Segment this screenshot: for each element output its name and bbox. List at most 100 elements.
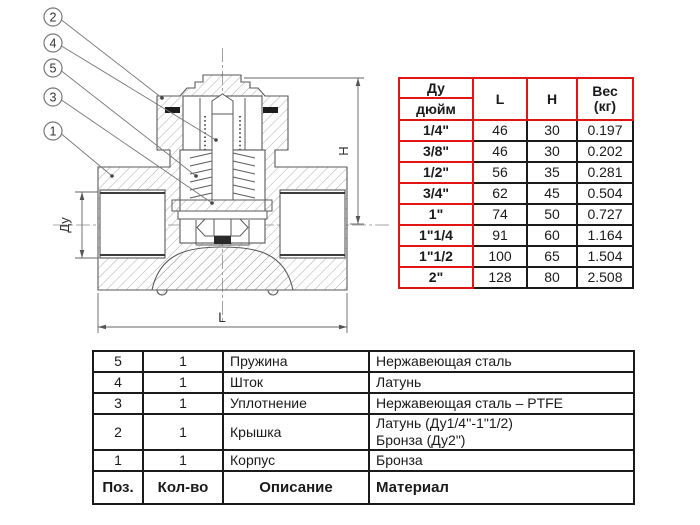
weight-line1: Вес	[592, 83, 618, 100]
table-cell: Нержавеющая сталь	[368, 350, 635, 373]
table-row: 2 1 Крышка Латунь (Ду1/4''-1"1/2) Бронза…	[92, 413, 635, 451]
callout-2: 2	[50, 11, 57, 25]
table-cell: 30	[526, 140, 578, 163]
table-cell: 1"1/4	[398, 224, 474, 247]
table-cell: 3/4"	[398, 182, 474, 205]
callout-dots	[110, 96, 218, 205]
parts-header-qty: Кол-во	[142, 470, 224, 505]
table-cell: 2.508	[576, 266, 634, 289]
table-cell: 100	[472, 245, 528, 268]
table-row: 3 1 Уплотнение Нержавеющая сталь – PTFE	[92, 392, 635, 415]
dim-label-du: Ду	[57, 217, 72, 233]
table-cell: 1/2"	[398, 161, 474, 184]
table-cell: Уплотнение	[222, 392, 370, 415]
table-cell: 3	[92, 392, 144, 415]
table-cell: 50	[526, 203, 578, 226]
table-cell: 56	[472, 161, 528, 184]
dim-label-h: H	[336, 146, 351, 155]
dims-header-weight: Вес (кг)	[576, 77, 634, 121]
dims-header-du: Ду	[398, 77, 474, 99]
table-cell: 1.504	[576, 245, 634, 268]
table-row: 5 1 Пружина Нержавеющая сталь	[92, 350, 635, 373]
table-row: 1 1 Корпус Бронза	[92, 449, 635, 472]
callout-5: 5	[50, 62, 57, 76]
gasket-marks	[165, 107, 278, 244]
weight-line2: (кг)	[593, 98, 617, 114]
table-cell: 1	[142, 413, 224, 451]
table-row: 4 1 Шток Латунь	[92, 371, 635, 394]
table-cell: 0.727	[576, 203, 634, 226]
table-cell: 0.281	[576, 161, 634, 184]
dims-header-inch: дюйм	[398, 97, 474, 121]
table-cell: Шток	[222, 371, 370, 394]
table-cell: 74	[472, 203, 528, 226]
callout-4: 4	[50, 37, 57, 51]
callout-leaders	[61, 19, 217, 204]
table-cell: 1	[142, 449, 224, 472]
table-cell: Латунь (Ду1/4''-1"1/2) Бронза (Ду2")	[368, 413, 635, 451]
table-cell: 5	[92, 350, 144, 373]
table-cell: Крышка	[222, 413, 370, 451]
table-cell: 1"1/2	[398, 245, 474, 268]
table-cell: 35	[526, 161, 578, 184]
seat-dome	[151, 246, 294, 291]
callout-3: 3	[50, 91, 57, 105]
disc-flange	[177, 210, 268, 220]
parts-header-pos: Поз.	[92, 470, 144, 505]
table-cell: 1/4"	[398, 119, 474, 142]
seal-disc	[171, 199, 273, 212]
material-line2: Бронза (Ду2")	[376, 432, 466, 448]
right-port-bore	[279, 189, 346, 259]
thread-lines	[100, 192, 345, 256]
parts-header-desc: Описание	[222, 470, 370, 505]
table-cell: 65	[526, 245, 578, 268]
dimensions-table: Ду L H Вес (кг) дюйм 1/4" 46 30 0.197 3/…	[398, 77, 634, 289]
table-cell: 1	[142, 371, 224, 394]
table-cell: Корпус	[222, 449, 370, 472]
left-port-bore	[99, 189, 166, 259]
valve-section-drawing: Ду H L 2 4 5 3 1	[43, 7, 392, 333]
table-cell: 3/8"	[398, 140, 474, 163]
nut-seal	[214, 236, 231, 244]
dims-header-l: L	[472, 77, 528, 121]
stem	[211, 93, 234, 201]
dimension-arrows	[79, 78, 361, 330]
material-line1: Латунь (Ду1/4''-1"1/2)	[376, 415, 513, 432]
table-cell: 0.504	[576, 182, 634, 205]
callout-numbers: 2 4 5 3 1	[50, 11, 57, 139]
bottom-boss-right	[267, 289, 279, 296]
table-cell: 30	[526, 119, 578, 142]
table-cell: 2"	[398, 266, 474, 289]
table-cell: 60	[526, 224, 578, 247]
table-cell: Пружина	[222, 350, 370, 373]
table-cell: 1.164	[576, 224, 634, 247]
dims-header-h: H	[526, 77, 578, 121]
table-cell: 91	[472, 224, 528, 247]
callout-bubbles	[43, 7, 63, 141]
table-cell: 128	[472, 266, 528, 289]
table-cell: 0.202	[576, 140, 634, 163]
dimension-labels: Ду H L	[57, 146, 351, 325]
table-cell: 4	[92, 371, 144, 394]
table-cell: 1	[142, 392, 224, 415]
table-cell: 2	[92, 413, 144, 451]
table-cell: Нержавеющая сталь – PTFE	[368, 392, 635, 415]
parts-header-mat: Материал	[368, 470, 635, 505]
table-cell: 0.197	[576, 119, 634, 142]
table-cell: 62	[472, 182, 528, 205]
table-cell: 46	[472, 119, 528, 142]
table-cell: Бронза	[368, 449, 635, 472]
table-cell: 1	[92, 449, 144, 472]
spring	[189, 152, 256, 199]
stem-nut	[196, 218, 249, 237]
parts-table: 5 1 Пружина Нержавеющая сталь 4 1 Шток Л…	[92, 350, 635, 505]
table-cell: 46	[472, 140, 528, 163]
dimension-lines	[75, 77, 364, 333]
table-cell: 80	[526, 266, 578, 289]
table-cell: 1	[142, 350, 224, 373]
dim-label-l: L	[218, 309, 226, 325]
bottom-boss-left	[156, 289, 168, 296]
callout-1: 1	[50, 125, 57, 139]
table-cell: Латунь	[368, 371, 635, 394]
